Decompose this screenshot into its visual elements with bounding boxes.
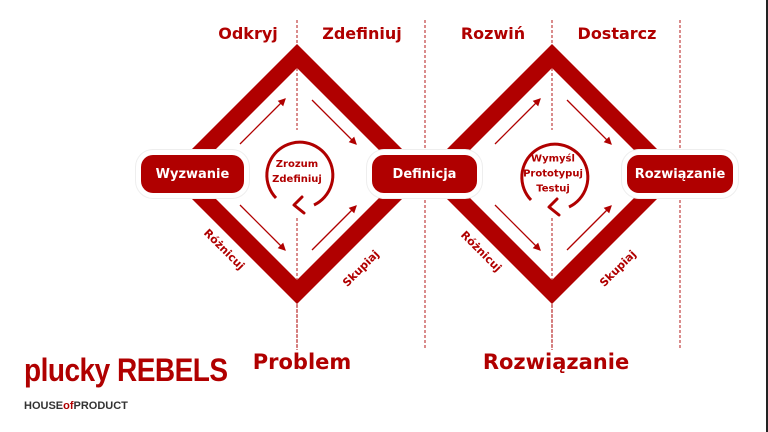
logo-sub-of: of — [63, 400, 74, 412]
flow-arrows-1 — [239, 98, 357, 251]
cycle-icon-1 — [265, 140, 335, 215]
label-problem: Problem — [252, 350, 352, 374]
phase-label-deliver: Dostarcz — [577, 24, 657, 43]
cycle-1-line-1: Zrozum — [275, 159, 319, 170]
logo-house-of-product: HOUSEofPRODUCT — [24, 400, 128, 412]
cycle-icon-2 — [520, 142, 590, 217]
node-challenge: Wyzwanie — [141, 155, 244, 193]
phase-label-develop: Rozwiń — [460, 24, 526, 43]
phase-label-define: Zdefiniuj — [322, 24, 402, 43]
phase-label-discover: Odkryj — [218, 24, 278, 43]
diamond-develop-deliver — [422, 44, 682, 304]
cycle-text-2: Wymyśl Prototypuj Testuj — [523, 152, 583, 197]
label-solution: Rozwiązanie — [482, 350, 630, 374]
logo-sub-house: HOUSE — [24, 400, 64, 412]
cycle-2-line-2: Prototypuj — [523, 168, 583, 180]
diamond-discover-define — [167, 44, 427, 304]
logo-plucky-rebels: plucky REBELS — [24, 352, 228, 388]
node-solution: Rozwiązanie — [627, 155, 733, 193]
right-border — [766, 0, 768, 432]
cycle-2-line-1: Wymyśl — [531, 153, 575, 165]
node-definition: Definicja — [372, 155, 477, 193]
logo-sub-product: PRODUCT — [73, 400, 128, 412]
cycle-2-line-3: Testuj — [536, 183, 570, 195]
cycle-1-line-2: Zdefiniuj — [272, 174, 322, 185]
cycle-text-1: Zrozum Zdefiniuj — [272, 157, 322, 187]
flow-arrows-2 — [494, 98, 612, 251]
